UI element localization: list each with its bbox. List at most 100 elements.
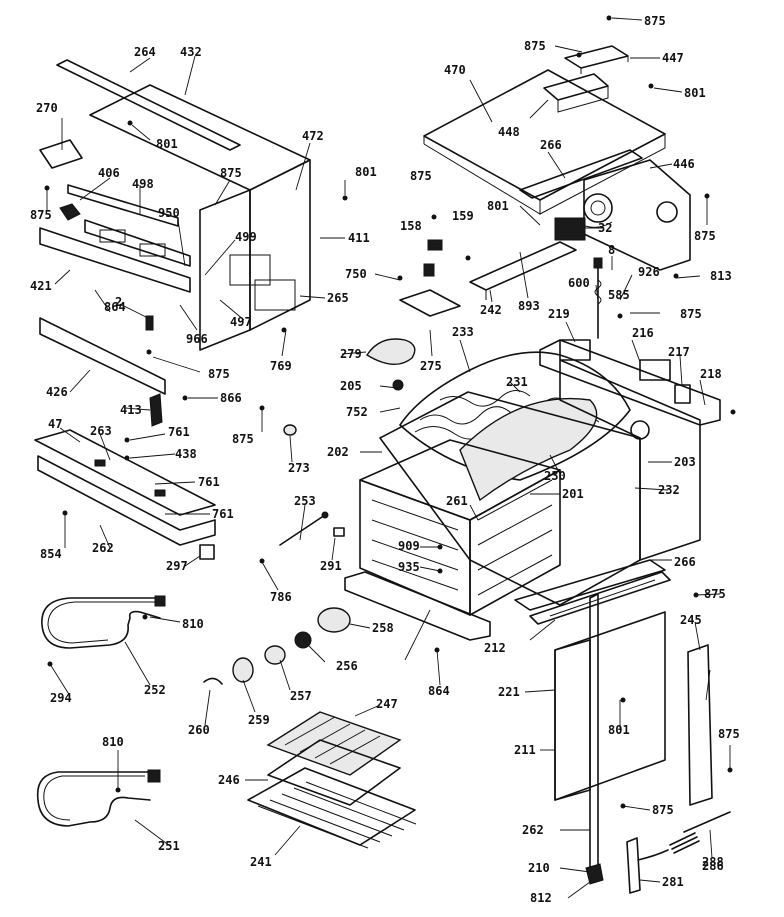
part-label: 262 bbox=[522, 823, 544, 837]
part-label: 247 bbox=[376, 697, 398, 711]
part-label: 264 bbox=[134, 45, 156, 59]
part-label: 406 bbox=[98, 166, 120, 180]
part-label: 875 bbox=[524, 39, 546, 53]
back-panel-446 bbox=[583, 159, 691, 271]
part-label: 875 bbox=[694, 229, 716, 243]
part-label: 866 bbox=[220, 391, 242, 405]
part-label: 251 bbox=[158, 839, 180, 853]
part-label: 497 bbox=[230, 315, 252, 329]
rail-2 bbox=[145, 315, 154, 331]
part-label: 288 bbox=[702, 855, 724, 869]
part-label: 201 bbox=[562, 487, 584, 501]
fan-205 bbox=[392, 379, 404, 391]
part-label: 218 bbox=[700, 367, 722, 381]
part-label: 219 bbox=[548, 307, 570, 321]
part-label: 262 bbox=[92, 541, 114, 555]
part-label: 259 bbox=[248, 713, 270, 727]
part-label: 270 bbox=[36, 101, 58, 115]
part-label: 498 bbox=[132, 177, 154, 191]
leader-lines bbox=[46, 17, 731, 899]
switch-158 bbox=[423, 263, 435, 277]
part-label: 281 bbox=[662, 875, 684, 889]
clip-291 bbox=[333, 527, 345, 537]
part-label: 801 bbox=[355, 165, 377, 179]
part-label: 786 bbox=[270, 590, 292, 604]
part-label: 875 bbox=[644, 14, 666, 28]
part-label: 761 bbox=[198, 475, 220, 489]
part-label: 413 bbox=[120, 403, 142, 417]
part-label: 158 bbox=[400, 219, 422, 233]
plate-275 bbox=[399, 289, 461, 317]
part-label: 448 bbox=[498, 125, 520, 139]
part-label: 203 bbox=[674, 455, 696, 469]
vent-duct-448 bbox=[543, 73, 609, 113]
part-label: 258 bbox=[372, 621, 394, 635]
part-label: 810 bbox=[102, 735, 124, 749]
part-label: 472 bbox=[302, 129, 324, 143]
part-label: 761 bbox=[168, 425, 190, 439]
part-label: 810 bbox=[182, 617, 204, 631]
hinge-281-286 bbox=[626, 811, 731, 894]
part-label: 279 bbox=[340, 347, 362, 361]
part-label: 261 bbox=[446, 494, 468, 508]
part-label: 294 bbox=[50, 691, 72, 705]
part-label: 752 bbox=[346, 405, 368, 419]
part-label: 812 bbox=[530, 891, 552, 905]
part-label: 265 bbox=[327, 291, 349, 305]
part-label: 966 bbox=[186, 332, 208, 346]
part-label: 432 bbox=[180, 45, 202, 59]
part-label: 8 bbox=[608, 243, 615, 257]
part-label: 266 bbox=[674, 555, 696, 569]
part-label: 813 bbox=[710, 269, 732, 283]
part-label: 230 bbox=[544, 469, 566, 483]
end-bracket-297 bbox=[199, 544, 215, 560]
part-label: 2 bbox=[115, 295, 122, 309]
part-label: 202 bbox=[327, 445, 349, 459]
part-label: 769 bbox=[270, 359, 292, 373]
part-label: 750 bbox=[345, 267, 367, 281]
part-label: 291 bbox=[320, 559, 342, 573]
part-label: 875 bbox=[232, 432, 254, 446]
broiler-pan-247 bbox=[266, 711, 402, 776]
bracket-406-498 bbox=[59, 184, 179, 227]
pan-246 bbox=[267, 739, 401, 806]
side-cover-245 bbox=[687, 644, 713, 806]
part-label: 263 bbox=[90, 424, 112, 438]
part-label: 260 bbox=[188, 723, 210, 737]
part-label: 864 bbox=[104, 300, 126, 314]
vent-cover-447 bbox=[564, 45, 629, 74]
part-label: 216 bbox=[632, 326, 654, 340]
bracket-242 bbox=[469, 241, 577, 300]
part-label: 600 bbox=[568, 276, 590, 290]
part-label: 909 bbox=[398, 539, 420, 553]
part-label: 212 bbox=[484, 641, 506, 655]
part-label: 875 bbox=[718, 727, 740, 741]
part-label: 950 bbox=[158, 206, 180, 220]
fan-cover-279 bbox=[366, 338, 416, 365]
part-label: 854 bbox=[40, 547, 62, 561]
part-label: 926 bbox=[638, 265, 660, 279]
bake-element-252 bbox=[41, 595, 166, 649]
part-label: 411 bbox=[348, 231, 370, 245]
part-label: 217 bbox=[668, 345, 690, 359]
switch-159 bbox=[427, 239, 443, 251]
part-label: 233 bbox=[452, 325, 474, 339]
top-trim-264 bbox=[56, 59, 241, 151]
rod-253 bbox=[279, 511, 329, 546]
oven-cavity-201 bbox=[359, 391, 641, 616]
foot-210 bbox=[585, 863, 604, 885]
part-label: 232 bbox=[658, 483, 680, 497]
part-label: 159 bbox=[452, 209, 474, 223]
part-label: 470 bbox=[444, 63, 466, 77]
brace-212 bbox=[514, 559, 666, 611]
part-label: 875 bbox=[220, 166, 242, 180]
top-panel-470 bbox=[423, 69, 666, 215]
part-label: 275 bbox=[420, 359, 442, 373]
part-label: 246 bbox=[218, 773, 240, 787]
part-label: 253 bbox=[294, 494, 316, 508]
part-label: 32 bbox=[598, 221, 612, 235]
thermostat-32 bbox=[554, 217, 613, 241]
part-label: 266 bbox=[540, 138, 562, 152]
control-panel-421 bbox=[39, 219, 191, 293]
